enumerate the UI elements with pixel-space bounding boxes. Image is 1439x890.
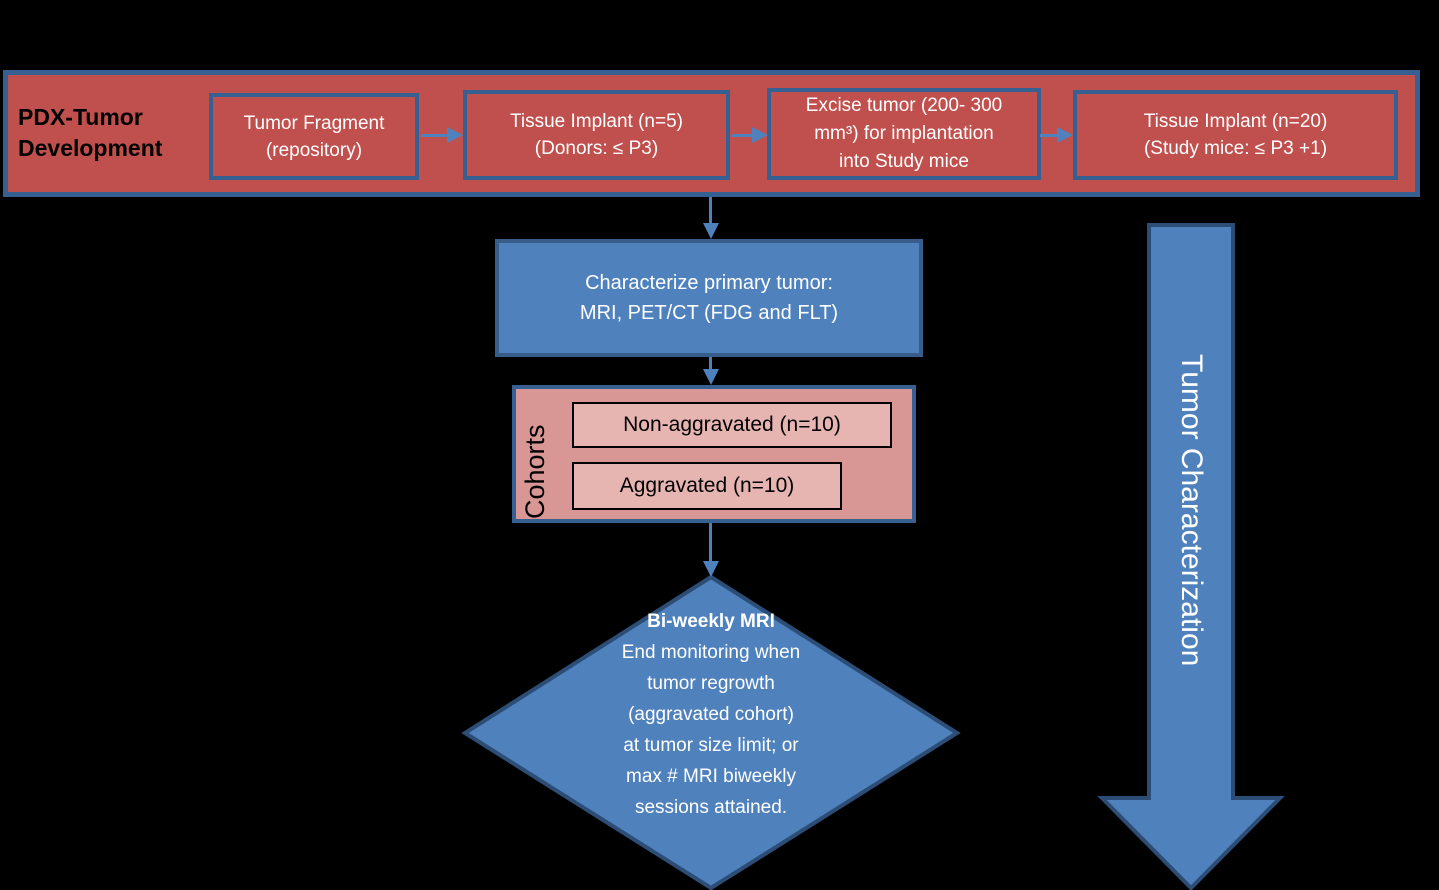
tissue-implant-n20-box: Tissue Implant (n=20) (Study mice: ≤ P3 … xyxy=(1073,90,1398,180)
characterize-tumor-box: Characterize primary tumor: MRI, PET/CT … xyxy=(495,239,923,357)
arrow-characterize-to-cohorts-line xyxy=(709,357,712,370)
excise-tumor-box: Excise tumor (200- 300 mm³) for implanta… xyxy=(767,88,1041,180)
arrow-implant5-to-excise-head xyxy=(752,127,768,143)
tumor-fragment-box: Tumor Fragment (repository) xyxy=(209,93,419,180)
cohort-aggravated-box: Aggravated (n=10) xyxy=(572,462,842,510)
tumor-characterization-arrow-label: Tumor Characterization xyxy=(1175,353,1208,667)
arrow-fragment-to-implant5-line xyxy=(421,134,449,137)
arrow-fragment-to-implant5-head xyxy=(447,127,463,143)
cohort-non-aggravated-box: Non-aggravated (n=10) xyxy=(572,402,892,448)
arrow-cohorts-to-diamond-line xyxy=(709,523,712,562)
diamond-body: End monitoring when tumor regrowth (aggr… xyxy=(621,642,801,818)
diamond-title: Bi-weekly MRI xyxy=(647,611,775,632)
arrow-excise-to-implant20-head xyxy=(1057,127,1073,143)
cohorts-label: Cohorts xyxy=(520,424,550,519)
arrow-banner-to-characterize-line xyxy=(709,197,712,224)
arrow-implant5-to-excise-line xyxy=(732,134,754,137)
arrow-cohorts-to-diamond-head xyxy=(703,561,719,577)
decision-diamond-shape xyxy=(461,574,961,890)
arrow-characterize-to-cohorts-head xyxy=(703,369,719,385)
decision-diamond-text: Bi-weekly MRI End monitoring when tumor r… xyxy=(531,606,891,823)
arrow-banner-to-characterize-head xyxy=(703,223,719,239)
arrow-excise-to-implant20-line xyxy=(1040,134,1059,137)
tumor-characterization-arrow-shape xyxy=(1097,223,1285,890)
tissue-implant-n5-box: Tissue Implant (n=5) (Donors: ≤ P3) xyxy=(463,90,730,180)
cohorts-group: Cohorts Non-aggravated (n=10) Aggravated… xyxy=(512,385,916,523)
banner-title: PDX-Tumor Development xyxy=(18,104,163,161)
